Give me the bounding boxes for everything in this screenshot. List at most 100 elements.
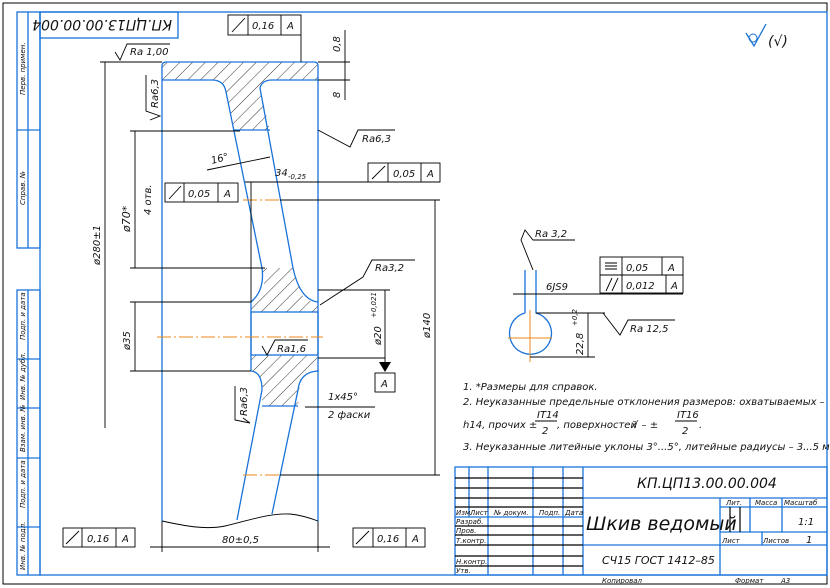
drawing-label: Листов [762, 537, 789, 545]
rotated-code-box [39, 11, 179, 39]
title-block: Изм. Лист № докум. Подп. Дата Разраб. Пр… [454, 466, 828, 585]
drawing-label: Формат [735, 577, 764, 585]
tolerance-frame-right: 0,05 A [367, 162, 441, 183]
dim-chamfer-count: 2 фаски [328, 410, 371, 421]
drawing-line [234, 386, 251, 424]
drawing-label: Копировал [602, 577, 643, 585]
tolerance-frame-bottom-right: 0,16 A [352, 527, 426, 548]
drawing-line [236, 370, 263, 521]
runout-icon [168, 185, 182, 200]
drawing-line [602, 312, 675, 336]
drawing-line [145, 75, 162, 121]
dim-rim-thick: 8 [332, 92, 343, 98]
drawing-label: 0,05 [188, 189, 210, 200]
drawing-label: √ – ± [632, 420, 658, 431]
dim-width: 80±0,5 [222, 535, 259, 546]
drawing-label: Лист [721, 537, 741, 545]
drawing-line [162, 62, 318, 130]
roughness-hub-face: Ra3,2 [375, 263, 404, 274]
drawing-label: Разраб. [456, 518, 484, 526]
drawing-label: 0,16 [252, 21, 274, 32]
dim-holes: 4 отв. [143, 184, 154, 215]
drawing-line [166, 61, 319, 522]
drawing-label: Т.контр. [456, 537, 486, 545]
drawing-line [748, 33, 758, 43]
side-stamp-column: Перв. примен. Справ. № Подп. и дата Инв.… [16, 11, 41, 576]
stamp-label: Инв. № подл. [19, 522, 27, 570]
dim-d70: ø70* [120, 205, 133, 233]
stamp-label: Перв. примен. [19, 42, 27, 95]
drawing-label: A [223, 189, 231, 200]
drawing-line [520, 229, 575, 271]
drawing-label: 0,16 [377, 534, 399, 545]
drawing-line [259, 79, 319, 303]
drawing-label: A [121, 534, 129, 545]
technical-notes: 1. *Размеры для справок. 2. Неуказанные … [463, 382, 830, 453]
drawing-line [161, 513, 319, 529]
dim-d20: ø20 [373, 326, 384, 346]
drawing-label: Утв. [456, 567, 471, 575]
drawing-label: Подп. [539, 509, 560, 517]
drawing-line [162, 79, 264, 303]
rotated-doc-code: КП.ЦП13.00.00.004 [32, 16, 172, 32]
stamp-label: Подп. и дата [19, 292, 27, 340]
title-material: СЧ15 ГОСТ 1412–85 [602, 554, 715, 567]
drawing-label: A [426, 169, 434, 180]
drawing-label: № докум. [493, 509, 529, 517]
default-roughness-label: (√) [768, 34, 788, 50]
drawing-line [367, 162, 441, 183]
drawing-label: Лит. [725, 499, 742, 507]
dim-d35: ø35 [122, 331, 133, 351]
roughness-keyway-side: Ra 3,2 [535, 229, 567, 240]
roughness-rim-right: Ra6,3 [362, 134, 391, 145]
drawing-label: . [699, 420, 702, 431]
keyway-section: 6JS9 22,8 +0,2 Ra 3,2 Ra 12,5 0,05 A 0,0… [508, 229, 684, 362]
title-name: Шкив ведомый [586, 513, 737, 535]
roughness-keyway-bottom: Ra 12,5 [630, 324, 669, 335]
note-1: 1. *Размеры для справок. [463, 382, 598, 393]
datum-label: A [380, 379, 388, 390]
drawing-label: Пров. [456, 527, 476, 535]
title-scale: 1:1 [798, 517, 814, 528]
dim-web-angle: 16° [210, 152, 230, 167]
drawing-label: Дата [564, 509, 583, 517]
drawing-label: A [411, 534, 419, 545]
dim-key-depth: 22,8 [575, 333, 586, 355]
drawing-line [227, 14, 302, 36]
parallel-icon [605, 277, 619, 292]
drawing-label: Масштаб [784, 499, 818, 507]
roughness-marks: Ra 1,00 Ra6,3 Ra6,3 Ra3,2 Ra1,6 Ra6,3 [114, 43, 415, 424]
drawing-label: , поверхностей [557, 420, 637, 431]
pulley-section [157, 61, 323, 529]
title-code: КП.ЦП13.00.00.004 [637, 476, 777, 492]
dim-key-width: 6JS9 [546, 282, 568, 293]
roughness-rim-left: Ra6,3 [150, 79, 161, 108]
symmetry-icon [605, 262, 617, 270]
dim-key-depth-tol: +0,2 [571, 308, 579, 326]
drawing-label: 2 [682, 426, 688, 437]
tolerance-frame-bottom-left: 0,16 A [62, 527, 136, 548]
roughness-rim-outer: Ra 1,00 [130, 47, 169, 58]
runout-icon [65, 530, 80, 545]
drawing-line [251, 268, 318, 312]
dim-rim-thin: 0,8 [332, 36, 343, 52]
stamp-label: Инв. № дубл. [19, 352, 27, 400]
dimensions: ø280±1 ø70* 4 отв. ø35 ø140 34 -0,25 16°… [92, 30, 440, 552]
drawing-label: 0,012 [626, 281, 655, 292]
runout-icon [355, 530, 370, 545]
drawing-line [379, 362, 391, 372]
tolerance-frame-top: 0,16 A [227, 14, 302, 62]
tolerance-frame-left: 0,05 A [164, 182, 239, 203]
drawing-line [206, 156, 271, 171]
roughness-bore: Ra1,6 [277, 344, 306, 355]
drawing-line [161, 61, 167, 522]
dim-d140: ø140 [422, 313, 433, 339]
dim-d280: ø280±1 [92, 225, 103, 266]
drawing-line [319, 259, 415, 306]
drawing-label: 0,05 [626, 263, 648, 274]
drawing-line [508, 270, 553, 355]
drawing-label: Масса [755, 499, 777, 507]
note-2: 2. Неуказанные предельные отклонения раз… [463, 397, 825, 408]
